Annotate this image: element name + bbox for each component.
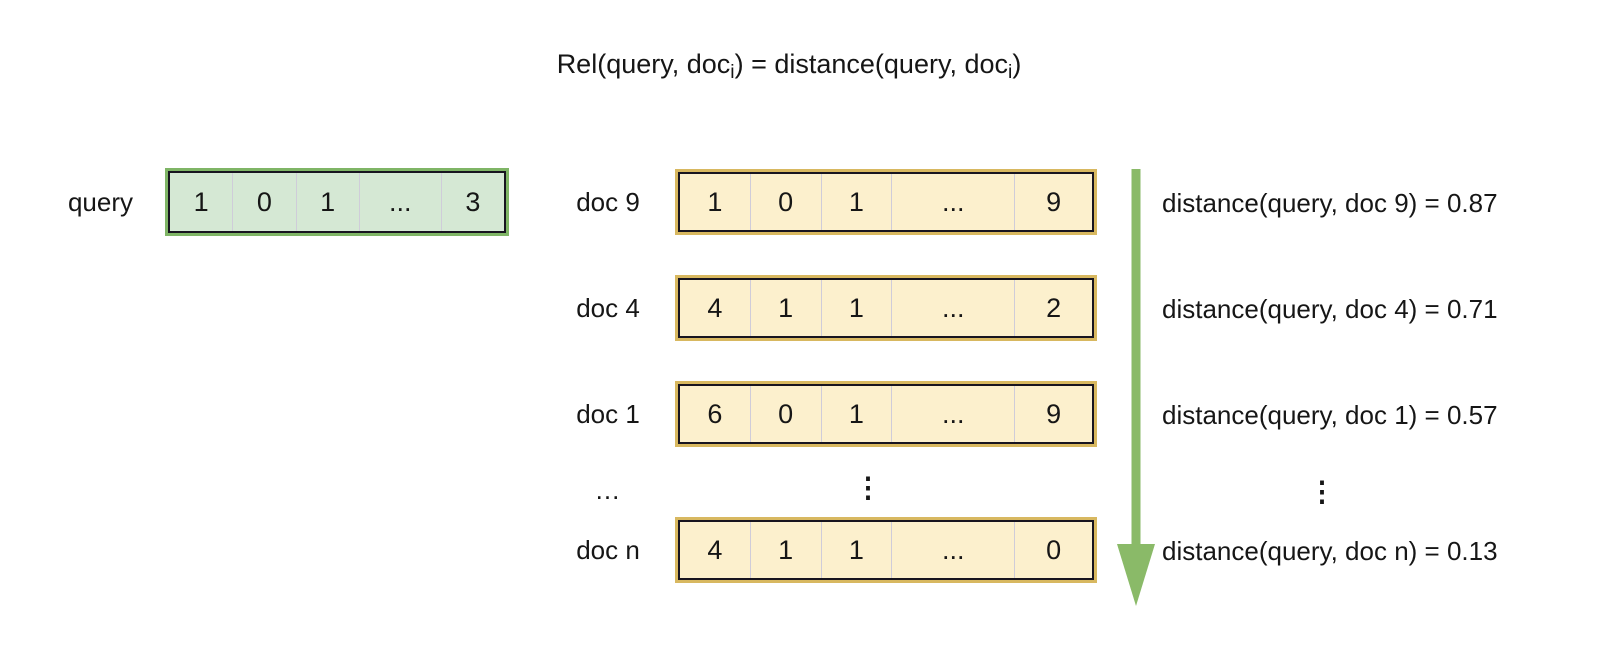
vector-cell: 0 (232, 173, 296, 231)
doc-labels-ellipsis: ... (595, 475, 621, 505)
vector-cell: 1 (680, 174, 750, 230)
vector-cell-ellipsis: ... (891, 522, 1015, 578)
vector-cell: 9 (1014, 174, 1093, 230)
query-label: query (67, 187, 134, 217)
query-vector: 1 0 1 ... 3 (165, 168, 509, 236)
formula-subscript-i: i (730, 60, 735, 83)
vector-cell: 3 (440, 173, 504, 231)
vector-cell: 0 (1014, 522, 1093, 578)
vector-cell-ellipsis: ... (891, 386, 1015, 442)
doc4-distance-text: distance(query, doc 4) = 0.71 (1162, 294, 1498, 324)
docn-vector-cells: 4 1 1 ... 0 (678, 520, 1094, 580)
vector-cell-ellipsis: ... (891, 280, 1015, 336)
vector-cell: 4 (680, 280, 750, 336)
doc4-vector: 4 1 1 ... 2 (675, 275, 1097, 341)
vector-cell: 1 (820, 174, 892, 230)
formula-title: Rel(query, doci) = distance(query, doci) (0, 48, 1578, 83)
formula-part: ) (1012, 49, 1022, 79)
doc-vectors-ellipsis: ⋮ (854, 472, 882, 503)
formula-part: ) = distance(query, doc (734, 49, 1008, 79)
doc9-distance-text: distance(query, doc 9) = 0.87 (1162, 188, 1498, 218)
vector-cell: 1 (820, 522, 892, 578)
doc9-vector: 1 0 1 ... 9 (675, 169, 1097, 235)
doc1-vector: 6 0 1 ... 9 (675, 381, 1097, 447)
query-vector-cells: 1 0 1 ... 3 (168, 171, 506, 233)
vector-cell: 6 (680, 386, 750, 442)
doc1-label: doc 1 (576, 399, 640, 429)
vector-cell-ellipsis: ... (891, 174, 1015, 230)
vector-cell: 1 (749, 280, 821, 336)
vector-cell: 1 (820, 386, 892, 442)
formula-subscript-i: i (1007, 60, 1013, 83)
vector-cell-ellipsis: ... (358, 173, 441, 231)
vector-cell: 0 (749, 174, 821, 230)
doc1-distance-text: distance(query, doc 1) = 0.57 (1162, 400, 1498, 430)
descending-order-arrow-icon (1117, 169, 1155, 606)
docn-label: doc n (576, 535, 640, 565)
vector-cell: 1 (820, 280, 892, 336)
formula-part: Rel(query, doc (556, 49, 731, 79)
vector-cell: 9 (1014, 386, 1093, 442)
vector-cell: 2 (1014, 280, 1093, 336)
doc4-label: doc 4 (576, 293, 640, 323)
vector-cell: 0 (749, 386, 821, 442)
doc9-vector-cells: 1 0 1 ... 9 (678, 172, 1094, 232)
distances-ellipsis: ⋮ (1308, 476, 1336, 507)
docn-vector: 4 1 1 ... 0 (675, 517, 1097, 583)
vector-cell: 1 (749, 522, 821, 578)
vector-cell: 1 (295, 173, 359, 231)
doc4-vector-cells: 4 1 1 ... 2 (678, 278, 1094, 338)
doc9-label: doc 9 (576, 187, 640, 217)
vector-cell: 4 (680, 522, 750, 578)
vector-cell: 1 (170, 173, 233, 231)
docn-distance-text: distance(query, doc n) = 0.13 (1162, 536, 1498, 566)
doc1-vector-cells: 6 0 1 ... 9 (678, 384, 1094, 444)
